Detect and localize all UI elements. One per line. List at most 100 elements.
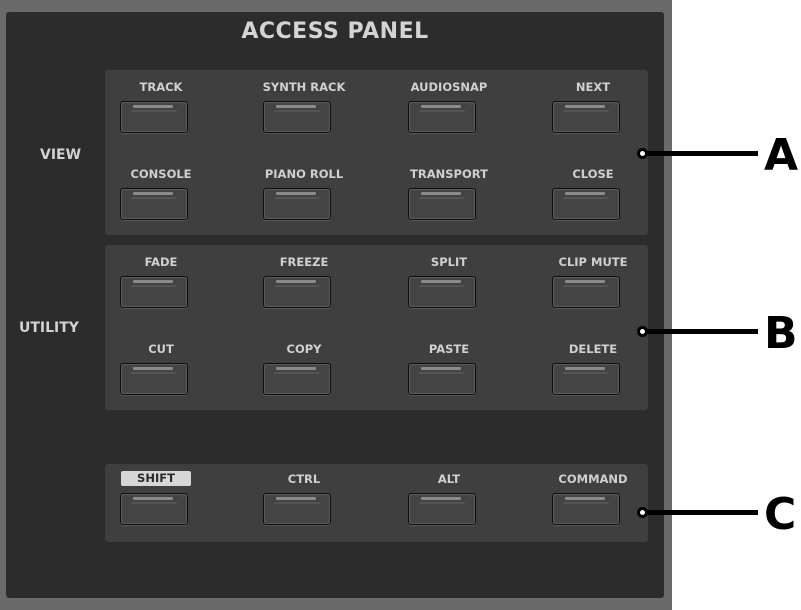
alt-button-group: ALT xyxy=(389,471,509,541)
synth-rack-button[interactable] xyxy=(263,101,331,133)
piano-roll-button-group: PIANO ROLL xyxy=(244,166,364,236)
close-button-label: CLOSE xyxy=(572,167,614,181)
console-button-label: CONSOLE xyxy=(130,167,192,181)
button-shine xyxy=(131,110,177,112)
alt-button[interactable] xyxy=(408,493,476,525)
split-button-label: SPLIT xyxy=(430,255,468,269)
button-shine xyxy=(131,372,177,374)
fade-led xyxy=(133,280,173,283)
button-shine xyxy=(563,285,609,287)
callout-a-line xyxy=(646,151,758,156)
callout-c-dot xyxy=(637,507,648,518)
command-button-label: COMMAND xyxy=(558,472,628,486)
copy-button-group: COPY xyxy=(244,341,364,411)
ctrl-button-label: CTRL xyxy=(287,472,321,486)
button-shine xyxy=(419,285,465,287)
button-shine xyxy=(563,110,609,112)
transport-button-group: TRANSPORT xyxy=(389,166,509,236)
copy-led xyxy=(276,367,316,370)
callout-a-dot xyxy=(637,148,648,159)
split-button-group: SPLIT xyxy=(389,254,509,324)
button-shine xyxy=(274,285,320,287)
next-button-group: NEXT xyxy=(533,79,653,149)
clip-mute-led xyxy=(565,280,605,283)
cut-led xyxy=(133,367,173,370)
paste-button-label: PASTE xyxy=(428,342,470,356)
command-led xyxy=(565,497,605,500)
freeze-button[interactable] xyxy=(263,276,331,308)
track-button-group: TRACK xyxy=(101,79,221,149)
button-shine xyxy=(563,372,609,374)
button-shine xyxy=(563,502,609,504)
piano-roll-button-label: PIANO ROLL xyxy=(264,167,344,181)
audiosnap-button[interactable] xyxy=(408,101,476,133)
access-panel: ACCESS PANEL VIEW UTILITY TRACK SYNTH RA… xyxy=(0,0,672,610)
button-shine xyxy=(419,197,465,199)
delete-button[interactable] xyxy=(552,363,620,395)
close-button-group: CLOSE xyxy=(533,166,653,236)
callout-c-line xyxy=(646,510,758,515)
fade-button[interactable] xyxy=(120,276,188,308)
fade-button-label: FADE xyxy=(144,255,178,269)
shift-button[interactable] xyxy=(120,493,188,525)
split-led xyxy=(421,280,461,283)
command-button-group: COMMAND xyxy=(533,471,653,541)
close-led xyxy=(565,192,605,195)
close-button[interactable] xyxy=(552,188,620,220)
clip-mute-button-group: CLIP MUTE xyxy=(533,254,653,324)
command-button[interactable] xyxy=(552,493,620,525)
freeze-button-group: FREEZE xyxy=(244,254,364,324)
next-button[interactable] xyxy=(552,101,620,133)
button-shine xyxy=(419,110,465,112)
next-led xyxy=(565,105,605,108)
alt-button-label: ALT xyxy=(437,472,461,486)
track-button-label: TRACK xyxy=(139,80,183,94)
paste-button[interactable] xyxy=(408,363,476,395)
button-shine xyxy=(274,197,320,199)
button-shine xyxy=(274,502,320,504)
console-button[interactable] xyxy=(120,188,188,220)
callout-b-letter: B xyxy=(764,308,798,359)
callout-b-line xyxy=(646,329,758,334)
split-button[interactable] xyxy=(408,276,476,308)
synth-rack-led xyxy=(276,105,316,108)
alt-led xyxy=(421,497,461,500)
utility-row-label: UTILITY xyxy=(19,320,79,336)
console-button-group: CONSOLE xyxy=(101,166,221,236)
copy-button-label: COPY xyxy=(286,342,322,356)
transport-led xyxy=(421,192,461,195)
button-shine xyxy=(274,110,320,112)
piano-roll-button[interactable] xyxy=(263,188,331,220)
audiosnap-button-group: AUDIOSNAP xyxy=(389,79,509,149)
transport-button[interactable] xyxy=(408,188,476,220)
piano-roll-led xyxy=(276,192,316,195)
fade-button-group: FADE xyxy=(101,254,221,324)
paste-led xyxy=(421,367,461,370)
button-shine xyxy=(419,502,465,504)
clip-mute-button[interactable] xyxy=(552,276,620,308)
panel-title: ACCESS PANEL xyxy=(241,19,429,44)
cut-button[interactable] xyxy=(120,363,188,395)
transport-button-label: TRANSPORT xyxy=(410,167,488,181)
ctrl-button[interactable] xyxy=(263,493,331,525)
button-shine xyxy=(131,502,177,504)
track-button[interactable] xyxy=(120,101,188,133)
button-shine xyxy=(131,197,177,199)
ctrl-led xyxy=(276,497,316,500)
cut-button-label: CUT xyxy=(148,342,174,356)
delete-button-group: DELETE xyxy=(533,341,653,411)
ctrl-button-group: CTRL xyxy=(244,471,364,541)
copy-button[interactable] xyxy=(263,363,331,395)
callout-b-dot xyxy=(637,326,648,337)
callout-a-letter: A xyxy=(764,130,799,181)
shift-button-group: SHIFT xyxy=(101,471,221,541)
button-shine xyxy=(274,372,320,374)
synth-rack-button-group: SYNTH RACK xyxy=(244,79,364,149)
delete-button-label: DELETE xyxy=(568,342,618,356)
callout-c-letter: C xyxy=(764,489,797,540)
console-led xyxy=(133,192,173,195)
button-shine xyxy=(131,285,177,287)
synth-rack-button-label: SYNTH RACK xyxy=(262,80,346,94)
next-button-label: NEXT xyxy=(575,80,611,94)
cut-button-group: CUT xyxy=(101,341,221,411)
